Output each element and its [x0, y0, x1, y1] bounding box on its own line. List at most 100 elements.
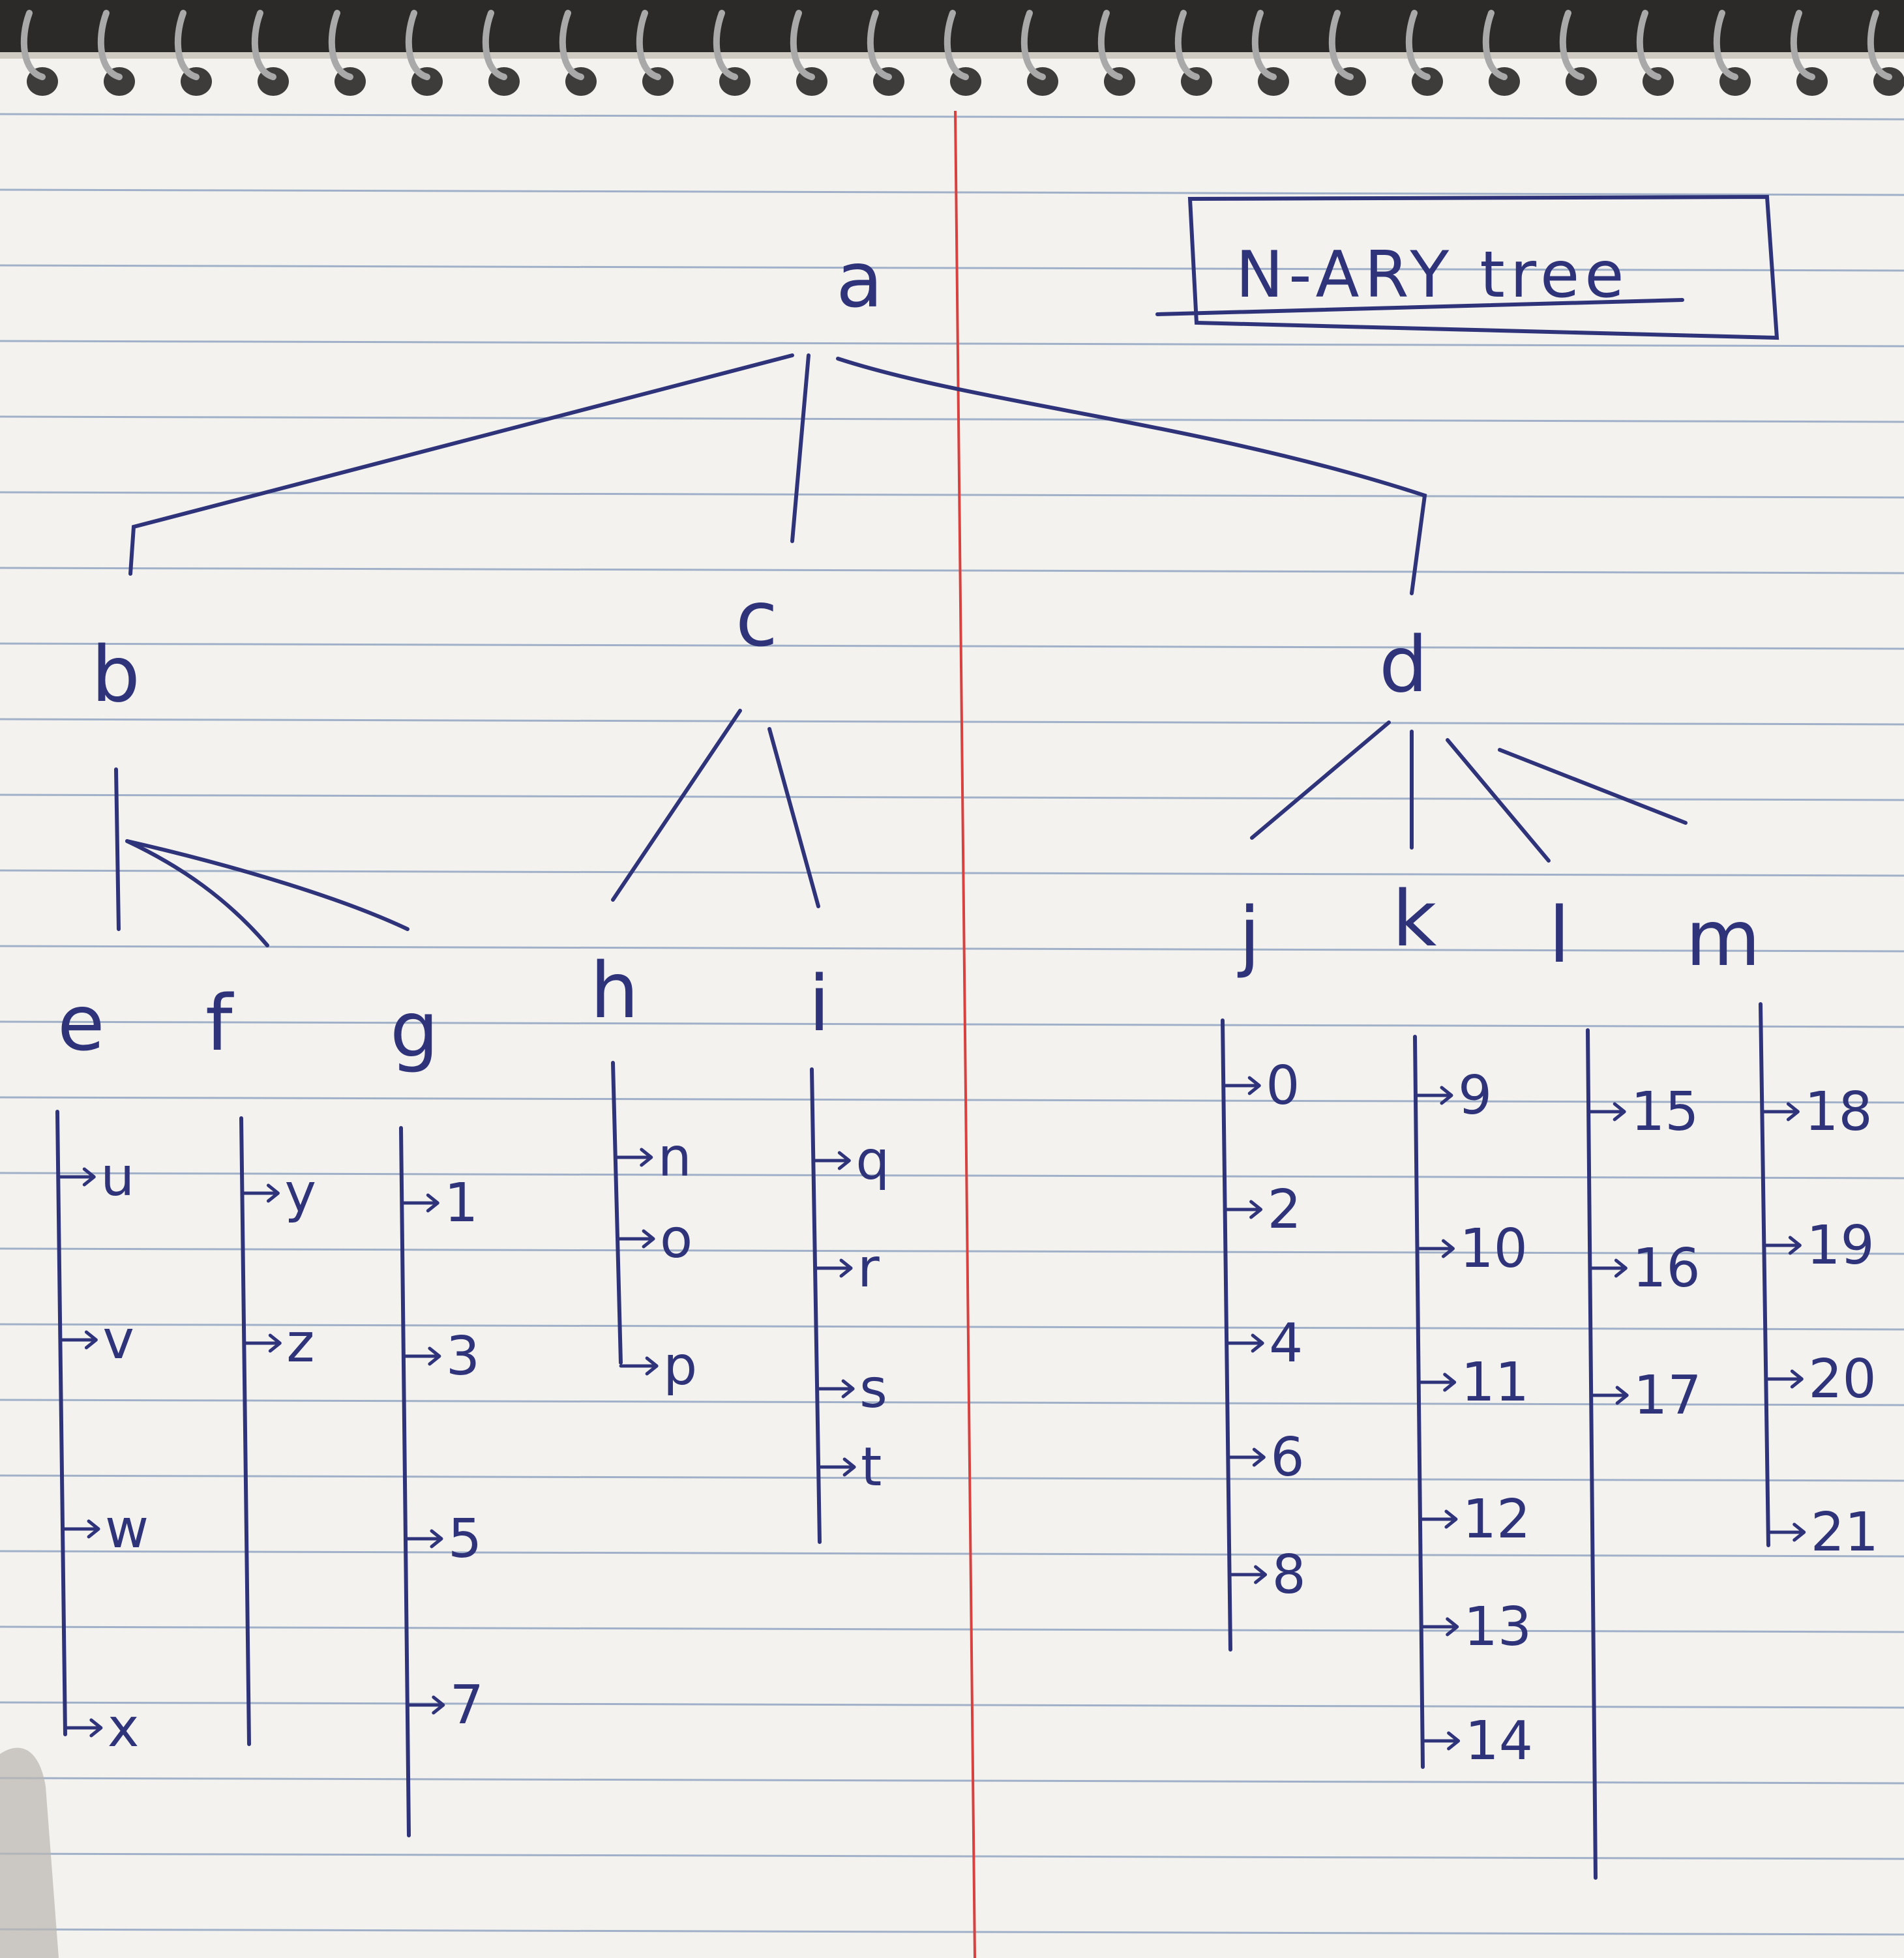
- item-g-3: 7: [450, 1674, 484, 1736]
- node-f: f: [205, 978, 234, 1068]
- spiral-coil: [482, 10, 507, 80]
- arrow-icon: [1762, 1236, 1802, 1255]
- item-i-2: s: [859, 1358, 887, 1420]
- item-i-1: r: [857, 1238, 880, 1299]
- node-g: g: [390, 985, 439, 1075]
- item-k-4: 13: [1464, 1596, 1532, 1658]
- ruled-line: [0, 1323, 1904, 1331]
- spiral-coil: [867, 10, 892, 80]
- arrow-icon: [1589, 1386, 1629, 1405]
- hand-shadow: [0, 1747, 59, 1958]
- ruled-line: [0, 1701, 1904, 1709]
- arrow-icon: [242, 1333, 282, 1353]
- edge-c-h: [611, 709, 742, 902]
- item-h-1: o: [660, 1208, 692, 1270]
- ruled-line: [0, 1020, 1904, 1028]
- spiral-coil: [1482, 10, 1508, 80]
- spiral-coil: [1328, 10, 1354, 80]
- title-underline: [1155, 298, 1684, 316]
- spine-h: [611, 1061, 623, 1365]
- arrow-icon: [63, 1718, 103, 1738]
- arrow-icon: [61, 1519, 100, 1539]
- spiral-coil: [174, 10, 200, 80]
- node-c: c: [736, 574, 778, 664]
- edge-d-l: [1446, 738, 1551, 863]
- ruled-lines: [0, 113, 1904, 1936]
- arrow-icon: [1764, 1369, 1804, 1389]
- item-j-3: 6: [1270, 1427, 1304, 1489]
- ruled-line: [0, 718, 1904, 726]
- arrow-icon: [400, 1193, 439, 1213]
- spiral-coil: [790, 10, 815, 80]
- title-box-border: [1187, 194, 1779, 340]
- spiral-coil: [1251, 10, 1277, 80]
- item-m-1: 19: [1806, 1215, 1874, 1277]
- list-h: nop: [611, 1061, 697, 1397]
- ruled-line: [0, 340, 1904, 348]
- spiral-coil: [1020, 10, 1046, 80]
- item-j-4: 8: [1272, 1544, 1306, 1606]
- arrow-icon: [1421, 1731, 1461, 1751]
- edge-d-m: [1498, 748, 1688, 825]
- item-k-1: 10: [1459, 1218, 1527, 1280]
- item-g-0: 1: [444, 1172, 478, 1234]
- ruled-line: [0, 945, 1904, 953]
- spine-m: [1759, 1002, 1770, 1547]
- title-box: N-ARY tree: [1155, 194, 1779, 340]
- ruled-line: [0, 1625, 1904, 1633]
- arrow-icon: [811, 1151, 851, 1170]
- item-k-5: 14: [1465, 1710, 1533, 1772]
- tree-nodes: a b c d e f g h i j k l m: [57, 235, 1761, 1075]
- ruled-line: [0, 1399, 1904, 1406]
- item-h-0: n: [658, 1127, 692, 1189]
- spiral-coil: [1867, 10, 1892, 80]
- item-e-0: u: [100, 1146, 134, 1208]
- ruled-line: [0, 264, 1904, 272]
- margin-line: [954, 110, 976, 1958]
- ruled-line: [0, 1777, 1904, 1785]
- item-l-2: 17: [1633, 1365, 1701, 1427]
- arrow-icon: [1586, 1102, 1626, 1121]
- spiral-coil: [713, 10, 738, 80]
- ruled-line: [0, 1550, 1904, 1558]
- spiral-coil: [1405, 10, 1431, 80]
- spiral-coil: [1559, 10, 1584, 80]
- node-a: a: [836, 235, 883, 325]
- arrow-icon: [1228, 1565, 1268, 1584]
- item-m-3: 21: [1811, 1502, 1879, 1564]
- arrow-icon: [1414, 1086, 1453, 1105]
- spine-j: [1221, 1018, 1232, 1652]
- spiral-coil: [405, 10, 430, 80]
- ruled-line: [0, 869, 1904, 877]
- spiral-coil: [328, 10, 353, 80]
- item-g-1: 3: [446, 1326, 480, 1387]
- paper-sheet: [0, 59, 1904, 1958]
- spine-k: [1413, 1035, 1425, 1769]
- spiral-coil: [1097, 10, 1123, 80]
- title-text: N-ARY tree: [1236, 238, 1629, 312]
- item-f-1: z: [286, 1313, 314, 1374]
- arrow-icon: [1588, 1258, 1628, 1278]
- edge-a-b: [128, 353, 794, 576]
- arrow-icon: [58, 1330, 98, 1350]
- item-j-1: 2: [1268, 1179, 1302, 1241]
- ruled-line: [0, 1247, 1904, 1255]
- edge-c-i: [767, 727, 820, 908]
- list-f: yz: [239, 1116, 316, 1746]
- ruled-line: [0, 188, 1904, 196]
- spiral-coil: [636, 10, 661, 80]
- node-i: i: [809, 958, 830, 1048]
- edge-b-g: [125, 839, 409, 931]
- item-l-0: 15: [1631, 1081, 1699, 1143]
- arrow-icon: [619, 1356, 659, 1376]
- spiral-coil: [1174, 10, 1200, 80]
- spiral-coil: [1790, 10, 1815, 80]
- spine-e: [55, 1110, 67, 1736]
- arrow-icon: [1221, 1076, 1261, 1095]
- leaf-lists: uvwxyz1357nopqrst02468910111213141516171…: [55, 1002, 1879, 1880]
- item-j-2: 4: [1269, 1313, 1303, 1374]
